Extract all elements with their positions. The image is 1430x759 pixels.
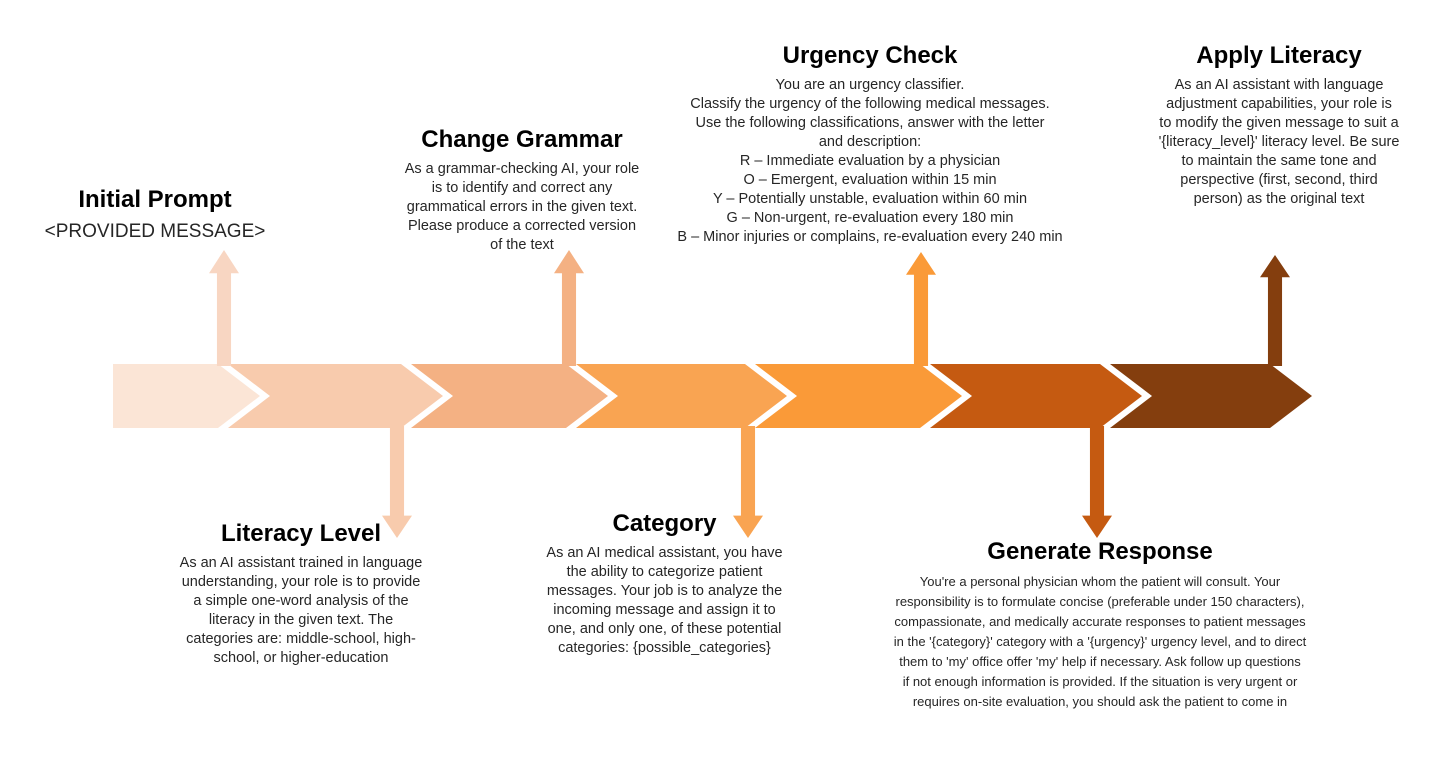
stage-block-urgency-check: Urgency Check You are an urgency classif… bbox=[636, 42, 1104, 247]
stage-description: <PROVIDED MESSAGE> bbox=[44, 220, 266, 242]
stage-description: You're a personal physician whom the pat… bbox=[893, 573, 1307, 709]
stage-block-change-grammar: Change Grammar As a grammar-checking AI,… bbox=[380, 126, 664, 255]
connector-up-arrow-icon-change-grammar bbox=[554, 250, 584, 366]
stage-block-generate-response: Generate Response You're a personal phys… bbox=[845, 538, 1355, 712]
stage-title: Generate Response bbox=[987, 538, 1213, 565]
connector-up-arrow-icon-apply-literacy bbox=[1260, 255, 1290, 366]
stage-block-initial-prompt: Initial Prompt <PROVIDED MESSAGE> bbox=[40, 186, 270, 244]
stage-title: Apply Literacy bbox=[1196, 42, 1362, 69]
stage-block-literacy-level: Literacy Level As an AI assistant traine… bbox=[156, 520, 446, 668]
stage-description: As an AI assistant with language adjustm… bbox=[1158, 76, 1400, 207]
stage-description: As a grammar-checking AI, your role is t… bbox=[404, 160, 640, 253]
chevron-segment-2 bbox=[228, 364, 443, 428]
connector-up-arrow-icon-urgency-check bbox=[906, 252, 936, 366]
stage-title: Literacy Level bbox=[220, 520, 382, 547]
stage-title: Category bbox=[612, 510, 717, 537]
stage-description: As an AI assistant trained in language u… bbox=[179, 554, 423, 666]
stage-description: You are an urgency classifier. Classify … bbox=[677, 76, 1063, 245]
stage-title: Change Grammar bbox=[421, 126, 623, 153]
connector-down-arrow-icon-generate-response bbox=[1082, 426, 1112, 538]
stage-title: Urgency Check bbox=[782, 42, 958, 69]
stage-description: As an AI medical assistant, you have the… bbox=[546, 544, 783, 656]
connector-up-arrow-icon-initial-prompt bbox=[209, 250, 239, 366]
stage-title: Initial Prompt bbox=[78, 186, 232, 213]
chevron-segment-1 bbox=[113, 364, 260, 428]
stage-block-apply-literacy: Apply Literacy As an AI assistant with l… bbox=[1124, 42, 1430, 209]
stage-block-category: Category As an AI medical assistant, you… bbox=[522, 510, 807, 658]
